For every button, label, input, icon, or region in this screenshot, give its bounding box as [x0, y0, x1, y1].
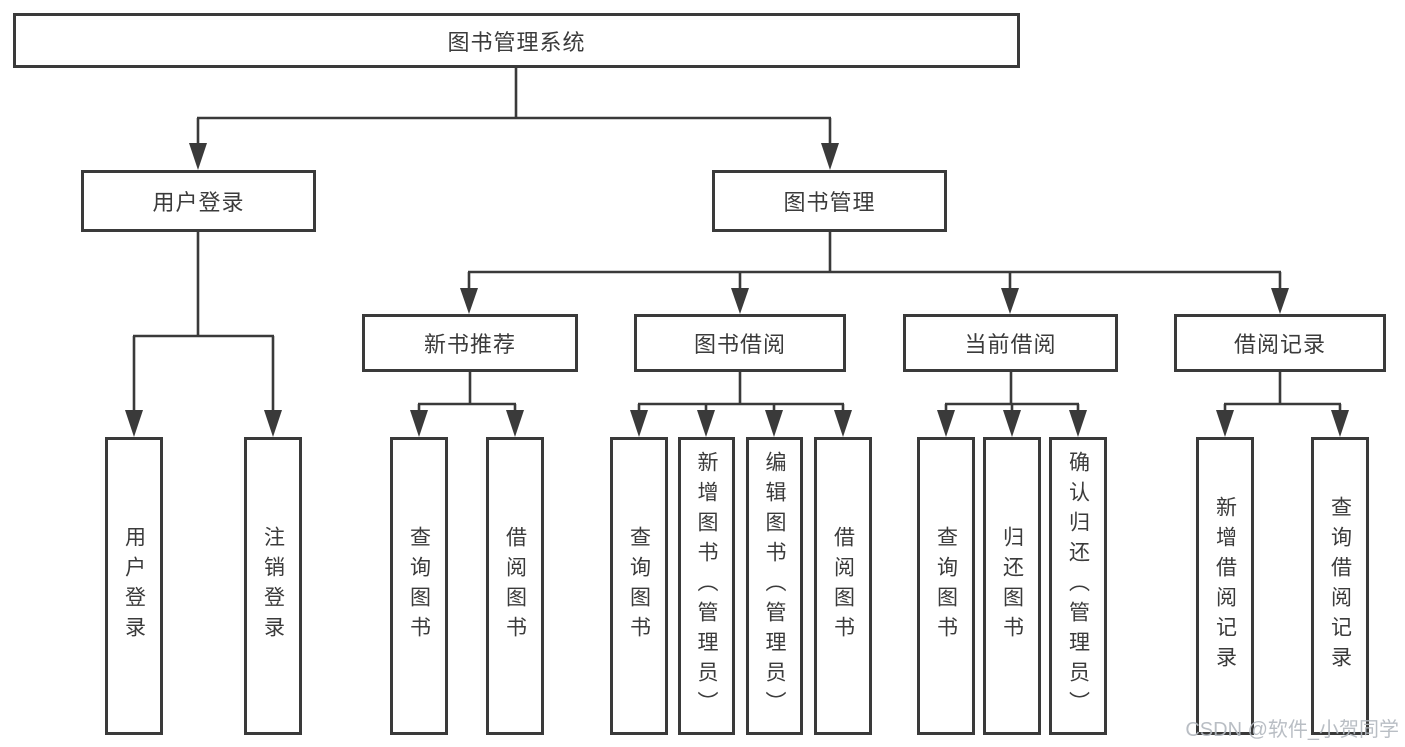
leaf-record-query-label: 查询借阅记录: [1328, 496, 1352, 676]
node-new-book-recommend: 新书推荐: [362, 314, 578, 372]
leaf-current-return-label: 归还图书: [1000, 526, 1024, 646]
leaf-borrow-query: 查询图书: [610, 437, 668, 735]
leaf-user-login: 用户登录: [105, 437, 163, 735]
leaf-borrow-add-book: 新增图书（管理员）: [678, 437, 735, 735]
leaf-current-confirm-return: 确认归还（管理员）: [1049, 437, 1107, 735]
node-user-login-group-label: 用户登录: [152, 190, 245, 215]
node-borrow-records-label: 借阅记录: [1233, 332, 1326, 357]
leaf-newbook-query: 查询图书: [390, 437, 448, 735]
leaf-borrow-borrow-book-label: 借阅图书: [831, 526, 855, 646]
node-borrow-records: 借阅记录: [1174, 314, 1386, 372]
node-current-borrow: 当前借阅: [903, 314, 1118, 372]
node-user-login-group: 用户登录: [81, 170, 316, 232]
leaf-record-add-label: 新增借阅记录: [1213, 496, 1237, 676]
csdn-watermark: CSDN @软件_小贺同学: [1185, 719, 1399, 741]
node-root: 图书管理系统: [13, 13, 1020, 68]
node-new-book-recommend-label: 新书推荐: [423, 332, 516, 357]
leaf-newbook-query-label: 查询图书: [407, 526, 431, 646]
node-book-management: 图书管理: [712, 170, 947, 232]
node-book-borrow: 图书借阅: [634, 314, 846, 372]
node-book-management-label: 图书管理: [783, 190, 876, 215]
node-root-label: 图书管理系统: [447, 29, 586, 55]
leaf-borrow-edit-book-label: 编辑图书（管理员）: [763, 451, 786, 721]
leaf-record-query: 查询借阅记录: [1311, 437, 1369, 735]
leaf-newbook-borrow-label: 借阅图书: [503, 526, 527, 646]
node-book-borrow-label: 图书借阅: [693, 332, 786, 357]
leaf-borrow-edit-book: 编辑图书（管理员）: [746, 437, 803, 735]
leaf-record-add: 新增借阅记录: [1196, 437, 1254, 735]
leaf-user-login-label: 用户登录: [122, 526, 146, 646]
leaf-logout-label: 注销登录: [261, 526, 285, 646]
leaf-borrow-add-book-label: 新增图书（管理员）: [695, 451, 718, 721]
node-current-borrow-label: 当前借阅: [964, 332, 1057, 357]
leaf-current-query: 查询图书: [917, 437, 975, 735]
leaf-logout: 注销登录: [244, 437, 302, 735]
leaf-newbook-borrow: 借阅图书: [486, 437, 544, 735]
leaf-borrow-borrow-book: 借阅图书: [814, 437, 872, 735]
leaf-borrow-query-label: 查询图书: [627, 526, 651, 646]
leaf-current-query-label: 查询图书: [934, 526, 958, 646]
leaf-current-return: 归还图书: [983, 437, 1041, 735]
leaf-current-confirm-return-label: 确认归还（管理员）: [1066, 451, 1090, 721]
